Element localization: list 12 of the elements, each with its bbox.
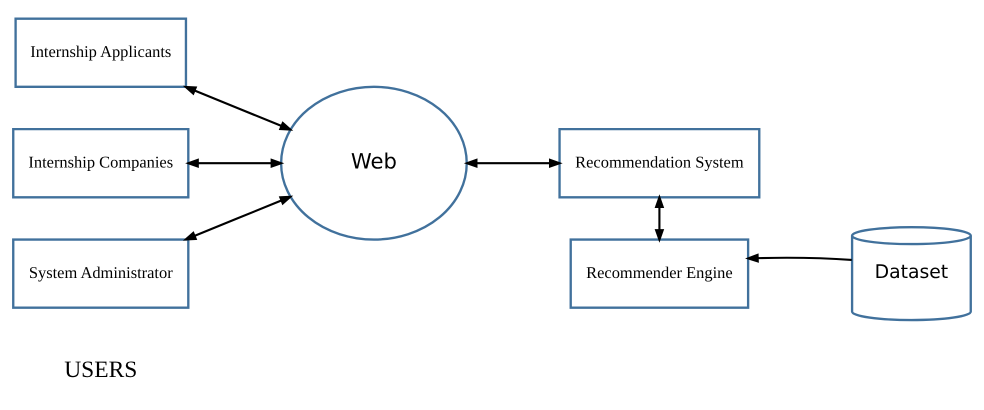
arrow — [182, 85, 294, 130]
node-box: Recommendation System — [558, 127, 760, 198]
node-box: Internship Applicants — [14, 17, 188, 88]
node-box: System Administrator — [12, 238, 190, 308]
label: USERS — [64, 356, 138, 383]
arrow — [185, 158, 284, 168]
node-box: Internship Companies — [12, 127, 190, 198]
arrow — [182, 195, 294, 240]
arrow — [745, 252, 852, 262]
node-box: Recommender Engine — [570, 238, 750, 308]
arrow — [464, 158, 563, 168]
arrow — [654, 194, 664, 242]
